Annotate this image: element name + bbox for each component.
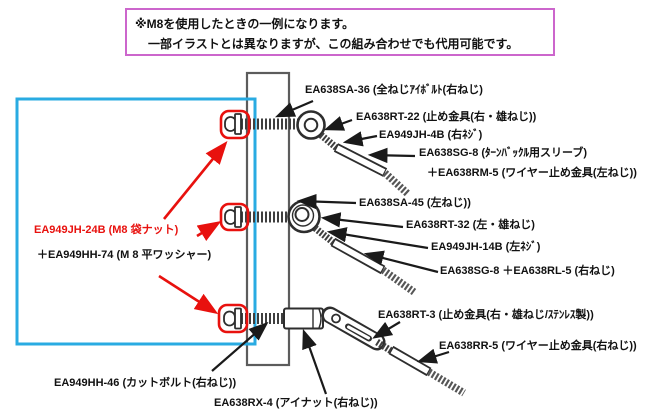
- leader-sa45: [296, 193, 357, 210]
- part-label-ea949jh-14b: EA949JH-14B (左ﾈｼﾞ): [431, 241, 541, 253]
- part-label-ea638sg-8: EA638SG-8 (ﾀｰﾝﾊﾞｯｸﾙ用スリーブ): [419, 147, 588, 159]
- leader-sg8b: [363, 250, 439, 274]
- bolt-flange-bottom: [234, 307, 242, 330]
- part-label-ea949hh-74: ＋EA949HH-74 (M 8 平ワッシャー): [37, 249, 212, 261]
- red-highlight-top: [219, 109, 251, 140]
- leader-sg8a: [367, 147, 416, 164]
- part-label-ea949jh-24b: EA949JH-24B (M8 袋ナット): [34, 224, 179, 236]
- highlight-box: [15, 97, 257, 346]
- bolt-flange-top: [234, 113, 242, 135]
- leader-jh4b: [342, 131, 378, 147]
- red-arrow-top: [162, 140, 228, 220]
- leader-rr5: [416, 348, 450, 364]
- thread-neck-bottom: [375, 339, 395, 355]
- leader-sa36: [274, 99, 314, 118]
- notice-line-2: 一部イラストとは異なりますが、この組み合わせでも代用可能です。: [148, 37, 519, 51]
- clevis-pin-hole: [331, 313, 341, 324]
- wire-rope-middle: [380, 266, 417, 296]
- part-label-ea638rr-5: EA638RR-5 (ワイヤー止め金具(右ねじ)): [439, 340, 637, 352]
- notice-line-1: ※M8を使用したときの一例になります。: [135, 17, 355, 31]
- red-arrow-middle: [196, 220, 222, 242]
- eye-nut-cylinder: [283, 307, 324, 330]
- red-arrow-bottom: [158, 274, 219, 315]
- leader-rt22: [323, 116, 353, 131]
- bolt-heads: [223, 113, 242, 330]
- part-label-ea638rt-32: EA638RT-32 (左・雄ねじ): [406, 219, 535, 231]
- wire-rope-bottom: [427, 368, 466, 397]
- assembly-bottom: [241, 306, 466, 397]
- leader-rx4: [302, 328, 328, 395]
- notice-box: ※M8を使用したときの一例になります。 一部イラストとは異なりますが、この組み合…: [125, 8, 555, 56]
- leader-rt32: [320, 212, 404, 229]
- bolt-cap-bottom: [223, 310, 236, 327]
- red-highlight-middle: [219, 202, 250, 232]
- leader-hh46: [211, 321, 269, 372]
- part-label-ea638rt-22: EA638RT-22 (止め金具(右・雄ねじ)): [356, 111, 537, 123]
- thread-neck-middle: [312, 225, 337, 246]
- part-label-ea638sg-8-rl-5: EA638SG-8 ＋EA638RL-5 (右ねじ): [440, 265, 615, 277]
- leader-jh14b: [326, 227, 429, 250]
- thread-neck-top: [318, 132, 341, 152]
- bolt-flange-middle: [234, 206, 242, 228]
- assembly-top: [241, 110, 411, 197]
- part-label-ea638sa-45: EA638SA-45 (左ねじ)): [359, 197, 471, 209]
- wire-rope-top: [382, 170, 411, 197]
- part-label-ea949hh-46: EA949HH-46 (カットボルト(右ねじ)): [54, 377, 237, 389]
- leader-rt3: [372, 321, 401, 339]
- part-label-ea638rx-4: EA638RX-4 (アイナット(右ねじ)): [214, 397, 378, 409]
- part-label-ea638rm-5: ＋EA638RM-5 (ワイヤー止め金具(左ねじ)): [427, 167, 637, 179]
- part-label-ea638rt-3: EA638RT-3 (止め金具(右・雄ねじ/ｽﾃﾝﾚｽ製)): [378, 309, 594, 321]
- part-label-ea949jh-4b: EA949JH-4B (右ﾈｼﾞ): [379, 129, 483, 141]
- part-label-ea638sa-36: EA638SA-36 (全ねじｱｲﾎﾞﾙﾄ(右ねじ): [305, 84, 483, 96]
- red-highlight-bottom: [217, 303, 249, 334]
